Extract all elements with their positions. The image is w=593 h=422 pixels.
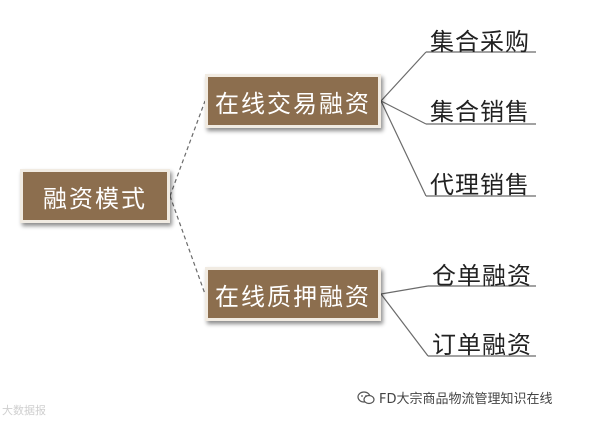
link-trade-leaf1: [380, 51, 427, 102]
link-root-pledge: [169, 195, 206, 295]
leaf-collective-sales: 集合销售: [430, 98, 530, 126]
link-trade-leaf3: [380, 100, 427, 197]
node-financing-mode-label: 融资模式: [43, 184, 147, 213]
watermark-right: FD大宗商品物流管理知识在线: [357, 388, 553, 407]
leaf-collective-purchase: 集合采购: [430, 28, 530, 56]
watermark-left: 大数据报: [2, 402, 46, 418]
node-online-pledge-financing: 在线质押融资: [205, 267, 381, 321]
node-online-trade-financing: 在线交易融资: [205, 74, 381, 128]
wechat-icon: [357, 390, 375, 404]
node-online-pledge-financing-label: 在线质押融资: [215, 282, 371, 311]
link-pledge-leaf5: [380, 293, 429, 357]
leaf-order-financing: 订单融资: [432, 331, 532, 359]
watermark-left-text: 大数据报: [2, 404, 46, 417]
node-financing-mode: 融资模式: [20, 169, 170, 223]
link-pledge-leaf4: [380, 285, 429, 295]
link-trade-leaf2: [380, 100, 427, 125]
link-root-trade: [169, 100, 206, 197]
node-online-trade-financing-label: 在线交易融资: [215, 89, 371, 118]
leaf-warehouse-receipt-financing: 仓单融资: [432, 262, 532, 290]
leaf-agency-sales: 代理销售: [430, 171, 530, 199]
watermark-right-text: FD大宗商品物流管理知识在线: [379, 392, 553, 407]
